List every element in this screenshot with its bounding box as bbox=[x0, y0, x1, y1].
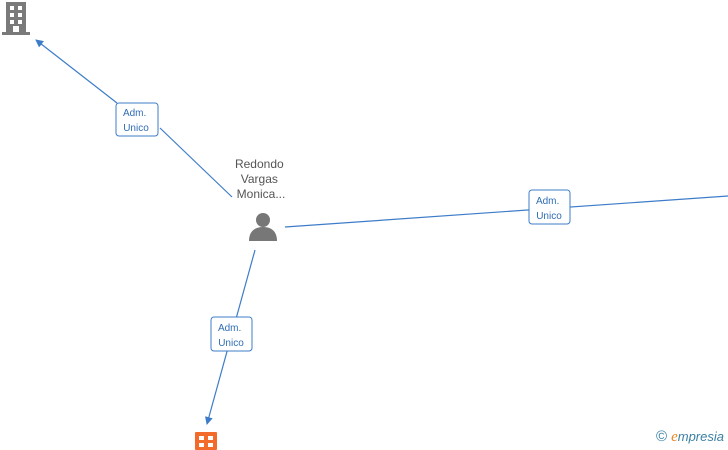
person-name-line-3: Monica... bbox=[237, 187, 286, 201]
company-grid-icon[interactable] bbox=[195, 432, 217, 450]
edge-label-top-left-line-2: Unico bbox=[123, 123, 149, 134]
person-name-line-2: Vargas bbox=[241, 172, 278, 186]
person-icon[interactable] bbox=[249, 213, 277, 241]
edge-label-right[interactable]: Adm. Unico bbox=[528, 189, 571, 225]
edge-person-to-right-company bbox=[284, 195, 728, 228]
edge-person-to-top-left-company bbox=[159, 127, 233, 198]
edge-person-to-top-left-company-upper bbox=[35, 39, 118, 104]
svg-text:Adm. Unico: Adm. Unico bbox=[536, 196, 562, 222]
edge-label-top-left[interactable]: Adm. Unico bbox=[115, 102, 159, 137]
brand-logo-initial: e bbox=[671, 429, 678, 445]
edge-label-bottom[interactable]: Adm. Unico bbox=[210, 316, 253, 352]
edge-label-right-line-2: Unico bbox=[536, 211, 562, 222]
person-name-line-1: Redondo bbox=[235, 157, 284, 171]
svg-text:Adm. Unico: Adm. Unico bbox=[218, 323, 244, 349]
person-name-label: Redondo Vargas Monica... bbox=[235, 157, 287, 201]
edge-label-bottom-line-2: Unico bbox=[218, 338, 244, 349]
brand-logo-text: mpresia bbox=[677, 429, 724, 444]
brand-watermark: ©empresia bbox=[656, 428, 724, 446]
copyright-symbol: © bbox=[656, 428, 668, 445]
svg-text:Adm. Unico: Adm. Unico bbox=[123, 108, 149, 134]
edge-label-bottom-line-1: Adm. bbox=[218, 323, 241, 334]
building-icon[interactable] bbox=[2, 2, 30, 35]
edge-label-top-left-line-1: Adm. bbox=[123, 108, 146, 119]
edge-label-right-line-1: Adm. bbox=[536, 196, 559, 207]
